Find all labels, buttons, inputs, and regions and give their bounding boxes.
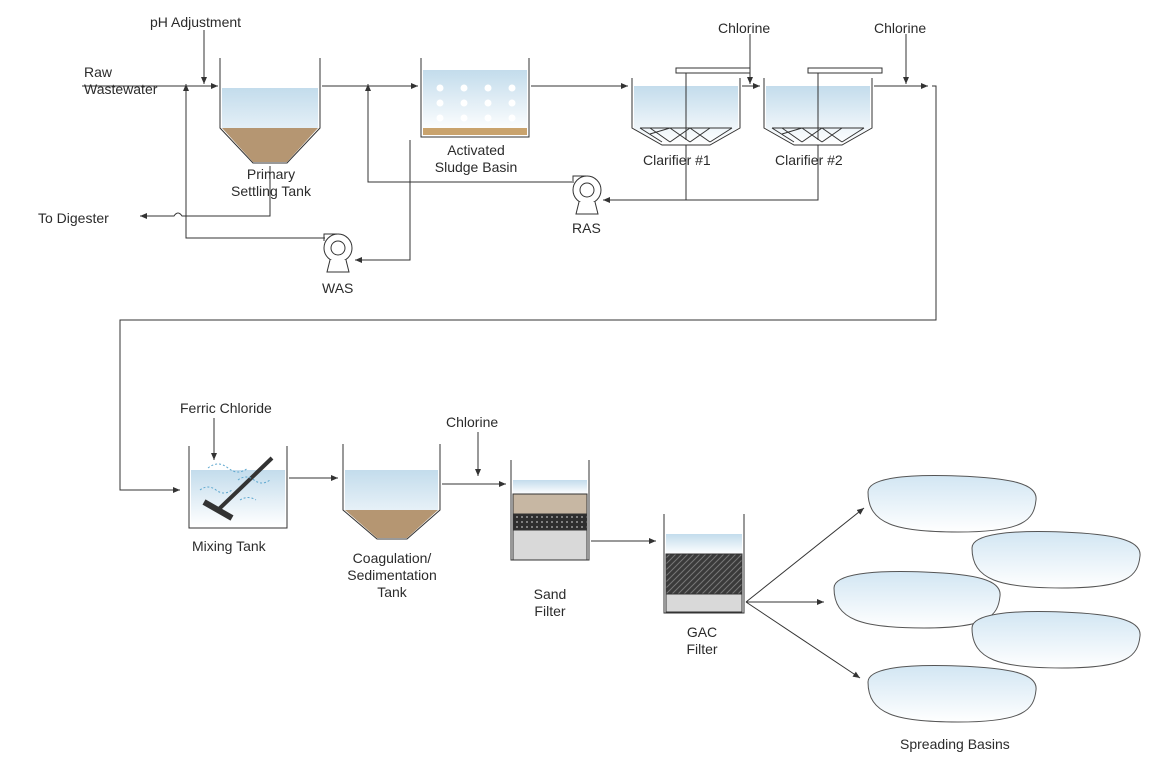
spreading-basin-2 (971, 531, 1141, 589)
gac-filter-label: GAC Filter (686, 624, 717, 658)
sand-filter-label: Sand Filter (534, 586, 567, 620)
transfer-line (119, 85, 937, 493)
clarifier-1-label: Clarifier #1 (643, 152, 711, 168)
coag-label-line3: Tank (377, 584, 407, 600)
primary-settling-tank-label: Primary Settling Tank (231, 166, 311, 200)
chlorine-label-1: Chlorine (718, 20, 771, 36)
raw-label-line2: Wastewater (84, 81, 158, 97)
chlorine-label-3: Chlorine (446, 414, 499, 430)
gac-filter (663, 514, 745, 614)
was-to-primary-line (183, 84, 325, 239)
was-pump (323, 233, 353, 273)
spreading-basins (833, 475, 1141, 723)
to-digester-line (140, 166, 271, 219)
coagulation-tank-label: Coagulation/ Sedimentation Tank (347, 550, 437, 601)
was-line (355, 140, 411, 263)
ras-pump (572, 175, 602, 215)
primary-label-line2: Settling Tank (231, 183, 311, 199)
spreading-basin-4 (971, 611, 1141, 669)
aeration-bubbles (436, 84, 516, 122)
primary-label-line1: Primary (246, 166, 296, 182)
sand-label-line1: Sand (533, 586, 567, 602)
coagulation-sedimentation-tank (342, 444, 441, 540)
gac-label-line1: GAC (686, 624, 718, 640)
activated-sludge-basin (420, 58, 530, 138)
mixing-tank (188, 446, 288, 529)
gac-to-basin-line-3 (745, 601, 861, 679)
basin-label-line1: Activated (447, 142, 505, 158)
ph-adjustment-label: pH Adjustment (150, 14, 242, 30)
gac-label-line2: Filter (686, 641, 718, 657)
ferric-chloride-label: Ferric Chloride (180, 400, 272, 416)
gac-to-basin-line-1 (745, 507, 865, 603)
raw-wastewater-label: Raw Wastewater (84, 64, 157, 98)
ras-label: RAS (572, 220, 601, 236)
to-digester-label: To Digester (38, 210, 109, 226)
was-label: WAS (322, 280, 354, 296)
clarifier-2 (763, 67, 883, 146)
spreading-basins-label: Spreading Basins (900, 736, 1010, 752)
mixing-tank-label: Mixing Tank (192, 538, 266, 554)
sand-label-line2: Filter (534, 603, 566, 619)
spreading-basin-5 (867, 665, 1037, 723)
sand-filter (510, 460, 590, 561)
activated-sludge-basin-label: Activated Sludge Basin (435, 142, 518, 176)
chlorine-label-2: Chlorine (874, 20, 927, 36)
raw-label-line1: Raw (84, 64, 113, 80)
clarifier-1 (631, 67, 751, 146)
spreading-basin-1 (867, 475, 1037, 533)
coag-label-line1: Coagulation/ (352, 550, 432, 566)
coag-label-line2: Sedimentation (347, 567, 437, 583)
clarifier-2-label: Clarifier #2 (775, 152, 843, 168)
primary-settling-tank (219, 58, 321, 164)
basin-label-line2: Sludge Basin (434, 159, 518, 175)
spreading-basin-3 (833, 571, 1001, 629)
ras-to-basin-line (365, 84, 572, 183)
